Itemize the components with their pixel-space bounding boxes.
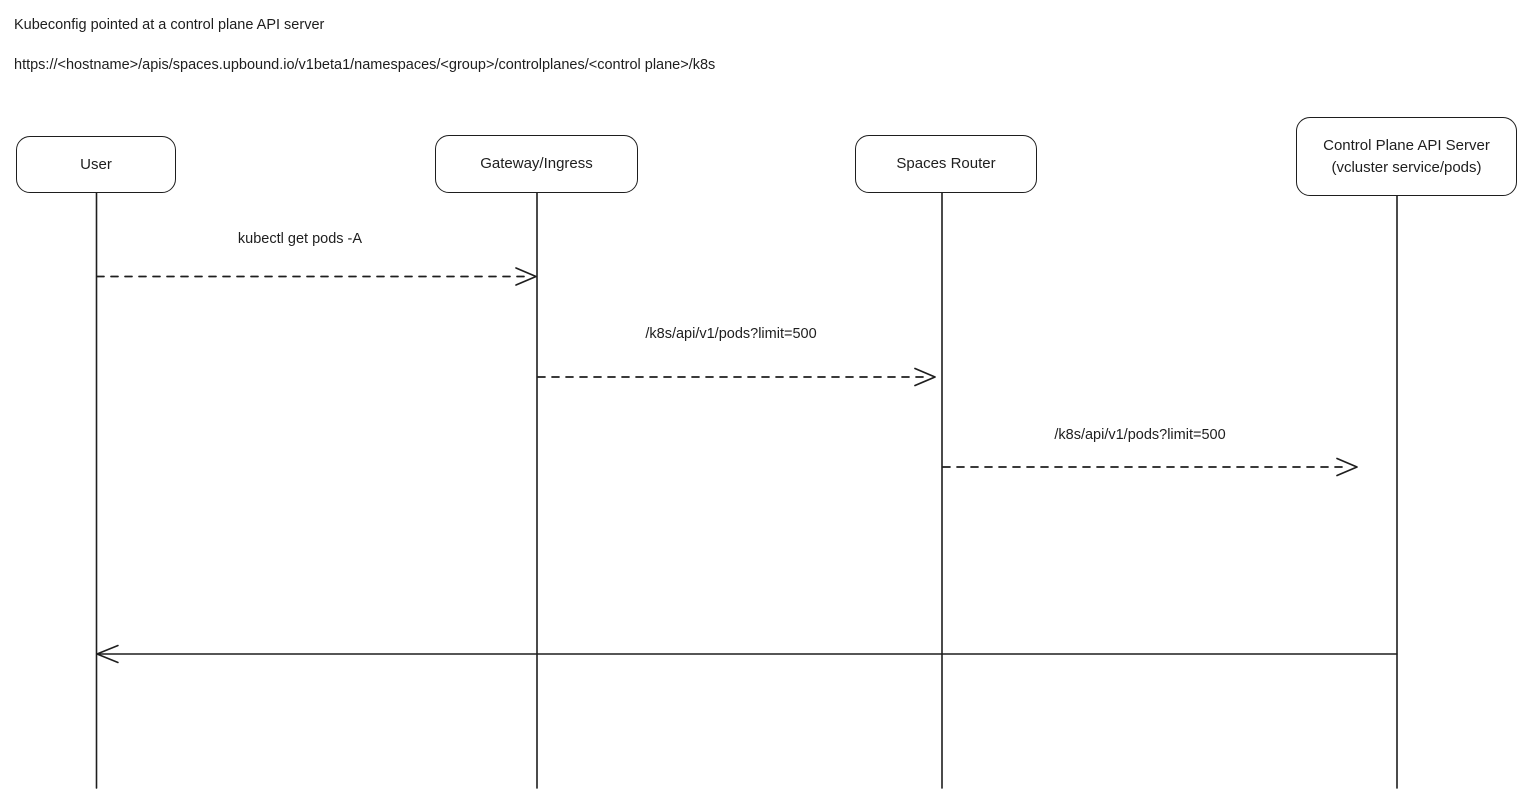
message-arrow-user-to-gateway	[96, 267, 537, 286]
actor-box-spaces-router: Spaces Router	[855, 135, 1037, 193]
message-label-k8s-api-pods-1: /k8s/api/v1/pods?limit=500	[645, 326, 817, 342]
arrowhead-right-icon	[914, 367, 936, 387]
actor-label: User	[80, 155, 112, 173]
kubeconfig-url-note: https://<hostname>/apis/spaces.upbound.i…	[14, 57, 716, 73]
actor-label: Control Plane API Server (vcluster servi…	[1323, 136, 1490, 176]
actor-label: Spaces Router	[896, 155, 996, 173]
message-label-kubectl-get-pods: kubectl get pods -A	[237, 231, 363, 247]
actor-box-user: User	[16, 136, 176, 193]
actor-box-control-plane-api-server: Control Plane API Server (vcluster servi…	[1296, 117, 1517, 196]
actor-label: Gateway/Ingress	[480, 155, 593, 173]
actor-box-gateway-ingress: Gateway/Ingress	[435, 135, 638, 193]
message-label-k8s-api-pods-2: /k8s/api/v1/pods?limit=500	[1054, 427, 1226, 443]
arrowhead-right-icon	[515, 267, 537, 286]
arrowhead-right-icon	[1336, 457, 1358, 477]
diagram-title-note: Kubeconfig pointed at a control plane AP…	[14, 17, 325, 33]
message-arrow-control-plane-to-user	[96, 644, 1398, 664]
message-arrow-gateway-to-spaces-router	[537, 367, 936, 387]
message-arrow-spaces-router-to-control-plane	[942, 457, 1358, 477]
arrowhead-left-icon	[96, 644, 119, 664]
